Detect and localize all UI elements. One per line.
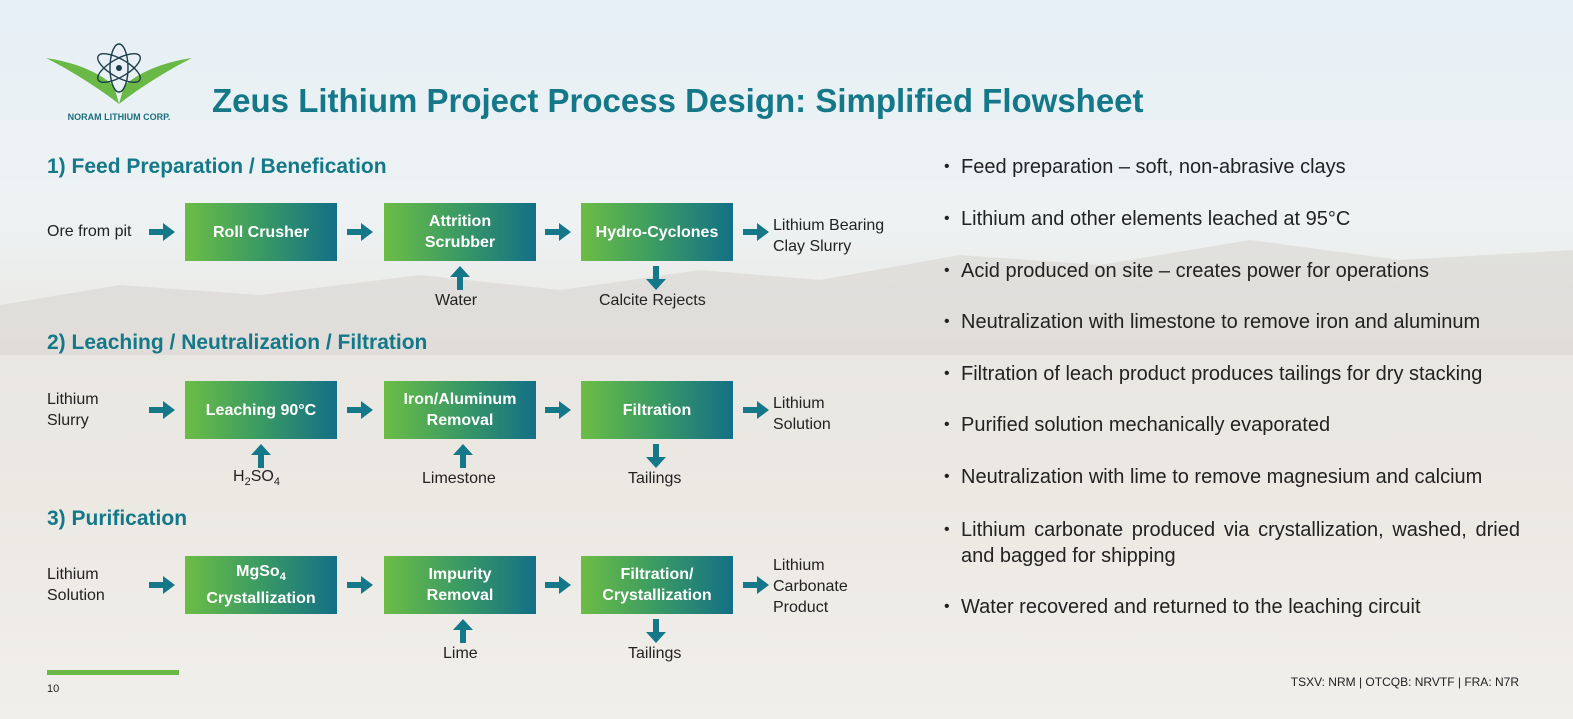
ticker-footer: TSXV: NRM | OTCQB: NRVTF | FRA: N7R — [1290, 675, 1519, 689]
page-number: 10 — [47, 683, 60, 695]
section-3-heading: 3) Purification — [47, 507, 188, 530]
box-label: Leaching 90°C — [205, 401, 317, 419]
section-2-output: Lithium Solution — [773, 395, 831, 433]
section-3-output-tailings: Tailings — [628, 645, 682, 662]
logo-text: NORAM LITHIUM CORP. — [67, 112, 171, 122]
box-iron-aluminum-removal: Iron/Aluminum Removal — [384, 381, 536, 439]
section-1-heading: 1) Feed Preparation / Benefication — [47, 155, 387, 178]
arrow-right-icon — [347, 401, 373, 419]
arrow-up-icon — [251, 444, 271, 468]
section-3-output: Lithium Carbonate Product — [773, 557, 848, 616]
arrow-right-icon — [149, 401, 175, 419]
box-filtration: Filtration — [581, 381, 733, 439]
arrow-right-icon — [545, 576, 571, 594]
bullet-item: •Neutralization with lime to remove magn… — [944, 466, 1483, 488]
accent-line — [47, 670, 179, 675]
section-2-input-limestone: Limestone — [422, 470, 496, 487]
box-leaching: Leaching 90°C — [185, 381, 337, 439]
bullet-item: •Neutralization with limestone to remove… — [944, 311, 1481, 333]
bullet-item: •Lithium carbonate produced via crystall… — [944, 519, 1520, 567]
arrow-up-icon — [453, 444, 473, 468]
arrow-up-icon — [450, 266, 470, 290]
bullet-item: •Water recovered and returned to the lea… — [944, 596, 1421, 618]
section-2-heading: 2) Leaching / Neutralization / Filtratio… — [47, 331, 428, 354]
arrow-right-icon — [545, 223, 571, 241]
box-label: Impurity Removal — [426, 566, 494, 604]
box-roll-crusher: Roll Crusher — [185, 203, 337, 261]
box-impurity-removal: Impurity Removal — [384, 556, 536, 614]
arrow-right-icon — [149, 223, 175, 241]
bullet-item: •Filtration of leach product produces ta… — [944, 363, 1483, 385]
bullet-item: •Feed preparation – soft, non-abrasive c… — [944, 156, 1346, 178]
box-label: Filtration/ Crystallization — [602, 566, 712, 604]
arrow-down-icon — [646, 619, 666, 643]
page-title: Zeus Lithium Project Process Design: Sim… — [212, 82, 1144, 119]
box-label: Hydro-Cyclones — [595, 223, 719, 241]
bullet-item: •Lithium and other elements leached at 9… — [944, 208, 1351, 230]
box-label: Iron/Aluminum Removal — [403, 391, 517, 429]
box-attrition-scrubber: Attrition Scrubber — [384, 203, 536, 261]
box-label: Attrition Scrubber — [424, 213, 496, 251]
arrow-right-icon — [743, 401, 769, 419]
arrow-right-icon — [545, 401, 571, 419]
box-label: Filtration — [622, 401, 692, 419]
arrow-down-icon — [646, 266, 666, 290]
arrow-right-icon — [347, 576, 373, 594]
box-hydro-cyclones: Hydro-Cyclones — [581, 203, 733, 261]
background-landscape — [0, 240, 1573, 355]
arrow-down-icon — [646, 444, 666, 468]
arrow-up-icon — [453, 619, 473, 643]
arrow-right-icon — [743, 223, 769, 241]
bullet-item: •Acid produced on site – creates power f… — [944, 260, 1430, 282]
arrow-right-icon — [149, 576, 175, 594]
section-1-output: Lithium Bearing Clay Slurry — [773, 217, 885, 255]
arrow-right-icon — [347, 223, 373, 241]
bullet-item: •Purified solution mechanically evaporat… — [944, 414, 1331, 436]
section-1-input: Ore from pit — [47, 223, 132, 240]
section-2-input-acid: H2SO4 — [233, 468, 280, 489]
section-1-output-calcite: Calcite Rejects — [599, 292, 706, 309]
box-filtration-crystallization: Filtration/ Crystallization — [581, 556, 733, 614]
section-3-input: Lithium Solution — [47, 566, 105, 604]
box-label: Roll Crusher — [212, 223, 309, 241]
company-logo: NORAM LITHIUM CORP. — [44, 42, 194, 126]
arrow-right-icon — [743, 576, 769, 594]
section-2-output-tailings: Tailings — [628, 470, 682, 487]
section-2-input: Lithium Slurry — [47, 391, 99, 429]
section-3-input-lime: Lime — [443, 645, 478, 662]
section-1-input-water: Water — [435, 292, 478, 309]
